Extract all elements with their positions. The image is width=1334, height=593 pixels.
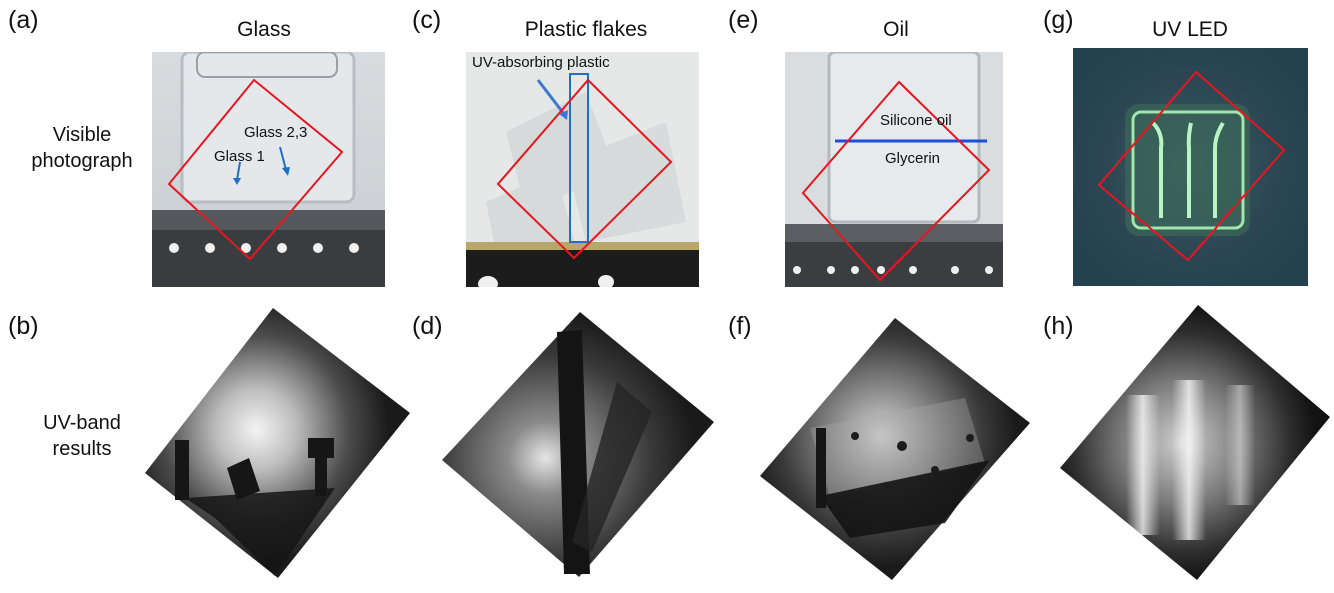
uv-result-plastic — [442, 312, 714, 577]
annotation-silicone-oil: Silicone oil — [880, 112, 952, 129]
photo-glass: Glass 2,3 Glass 1 — [152, 52, 385, 287]
photo-uv-led-svg — [1073, 48, 1308, 286]
panel-label-f: (f) — [728, 312, 752, 340]
annotation-glycerin: Glycerin — [885, 150, 941, 167]
panel-label-c: (c) — [412, 6, 442, 34]
panel-label-d: (d) — [412, 312, 443, 340]
photo-oil: Silicone oil Glycerin — [785, 52, 1003, 287]
column-title-glass: Glass — [237, 18, 291, 41]
row-label-uv-line1: UV-band — [43, 412, 121, 434]
annotation-glass-2-3: Glass 2,3 — [244, 124, 308, 141]
panel-label-g: (g) — [1043, 6, 1074, 34]
roi-box — [167, 78, 344, 261]
roi-box — [496, 78, 673, 260]
uv-result-glass-svg — [145, 308, 410, 578]
row-label-uv: UV-band results — [22, 410, 142, 462]
uv-result-plastic-svg — [442, 312, 714, 577]
annotation-glass-1: Glass 1 — [214, 148, 265, 165]
row-label-visible-line2: photograph — [31, 150, 133, 172]
photo-plastic-svg — [466, 52, 699, 287]
panel-label-h: (h) — [1043, 312, 1074, 340]
annotation-uv-absorbing-plastic: UV-absorbing plastic — [472, 54, 610, 71]
photo-glass-svg — [152, 52, 385, 287]
row-label-uv-line2: results — [52, 438, 112, 460]
panel-label-e: (e) — [728, 6, 759, 34]
roi-box — [801, 80, 991, 282]
row-label-visible-line1: Visible — [52, 124, 112, 146]
panel-label-b: (b) — [8, 312, 39, 340]
uv-result-oil — [760, 318, 1030, 580]
uv-result-uv-led — [1060, 305, 1330, 580]
row-label-visible: Visible photograph — [22, 122, 142, 174]
column-title-oil: Oil — [883, 18, 909, 41]
photo-plastic: UV-absorbing plastic — [466, 52, 699, 287]
uv-result-uv-led-svg — [1060, 305, 1330, 580]
uv-result-glass — [145, 308, 410, 578]
uv-result-oil-svg — [760, 318, 1030, 580]
panel-label-a: (a) — [8, 6, 39, 34]
roi-box — [1097, 70, 1286, 262]
photo-uv-led — [1073, 48, 1308, 286]
column-title-plastic: Plastic flakes — [524, 18, 648, 41]
column-title-uvled: UV LED — [1152, 18, 1228, 41]
photo-oil-svg — [785, 52, 1003, 287]
